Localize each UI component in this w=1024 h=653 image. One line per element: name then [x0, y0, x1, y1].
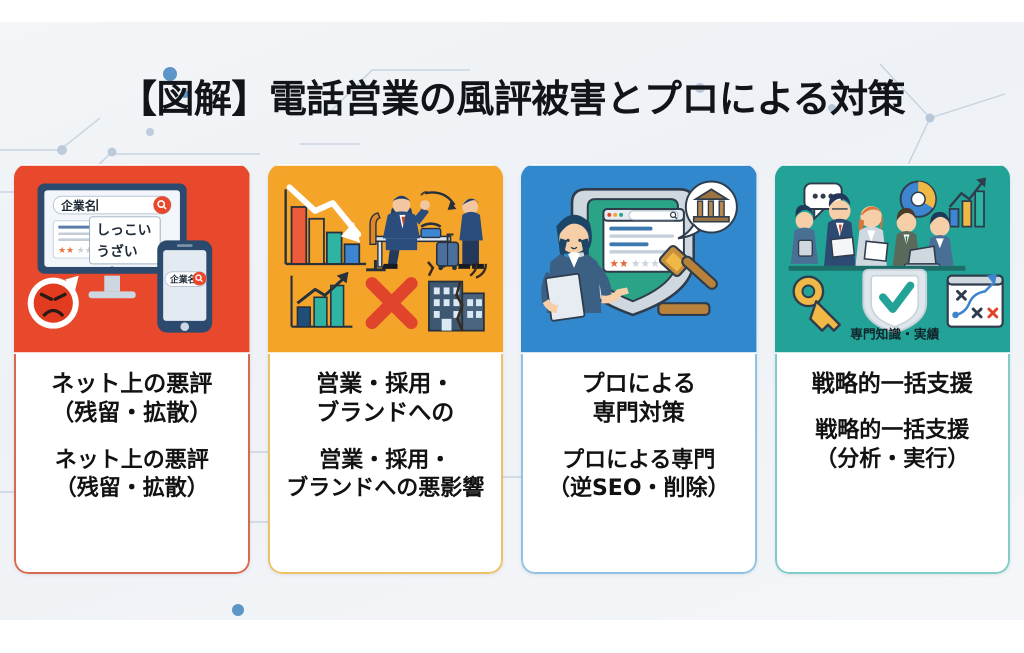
- card-4-labels: 戦略的一括支援 戦略的一括支援 （分析・実行）: [774, 354, 1010, 574]
- card-row: 企業名 ★★ ★★★: [14, 164, 1010, 574]
- card-2-primary-label: 営業・採用・ ブランドへの: [316, 371, 455, 427]
- svg-text:★★: ★★: [58, 246, 74, 256]
- card-strategic-support[interactable]: 専門知識・実績: [774, 164, 1010, 574]
- card-2-illustration: [267, 164, 503, 354]
- gold-key-icon: [791, 275, 841, 332]
- professional-shield-legal-countermeasure-illustration: ★★ ★★★: [521, 165, 757, 353]
- card-1-primary-label: ネット上の悪評 （残留・拡散）: [51, 371, 213, 427]
- card-3-primary-label: プロによる 専門対策: [581, 371, 696, 427]
- card-negative-reviews[interactable]: 企業名 ★★ ★★★: [14, 164, 250, 574]
- judge-gavel-icon: [657, 244, 718, 317]
- cracked-building-icon: [426, 261, 487, 332]
- card-3-secondary-label: プロによる専門 （逆SEO・削除）: [547, 447, 730, 502]
- card-professional-countermeasures[interactable]: ★★ ★★★: [521, 164, 757, 574]
- card-business-impact[interactable]: 営業・採用・ ブランドへの 営業・採用・ ブランドへの悪影響: [267, 164, 503, 574]
- card-4-illustration: 専門知識・実績: [774, 164, 1010, 354]
- card-4-secondary-label: 戦略的一括支援 （分析・実行）: [815, 418, 970, 472]
- expertise-badge-caption: 専門知識・実績: [850, 326, 939, 342]
- svg-text:★★★: ★★★: [77, 246, 101, 256]
- red-x-mark-icon: [365, 277, 418, 330]
- declining-sales-and-recruitment-impact-illustration: [267, 165, 503, 353]
- svg-text:しっこい: しっこい: [96, 222, 151, 238]
- card-1-labels: ネット上の悪評 （残留・拡散） ネット上の悪評 （残留・拡散）: [14, 354, 250, 574]
- growth-bar-chart-icon: [289, 271, 352, 328]
- card-2-secondary-label: 営業・採用・ ブランドへの悪影響: [286, 447, 485, 502]
- svg-text:★★★: ★★★: [631, 257, 660, 270]
- team-figures: [788, 193, 965, 271]
- stressed-worker-scene: [365, 191, 484, 272]
- card-2-labels: 営業・採用・ ブランドへの 営業・採用・ ブランドへの悪影響: [267, 354, 503, 574]
- growth-bars-icon: [948, 177, 986, 228]
- search-autocomplete-bad-reputation-illustration: 企業名 ★★ ★★★: [14, 165, 250, 353]
- svg-text:企業名: 企業名: [169, 274, 197, 286]
- consultant-figure: [541, 214, 629, 322]
- card-1-secondary-label: ネット上の悪評 （残留・拡散）: [54, 447, 209, 502]
- svg-text:企業名: 企業名: [60, 199, 96, 213]
- courthouse-bubble: [677, 180, 738, 240]
- expert-team-strategic-support-illustration: 専門知識・実績: [774, 165, 1010, 353]
- card-4-primary-label: 戦略的一括支援: [811, 371, 973, 397]
- donut-chart-icon: [899, 180, 937, 218]
- strategy-board-icon: [946, 273, 1004, 328]
- card-3-illustration: ★★ ★★★: [521, 164, 757, 354]
- card-1-illustration: 企業名 ★★ ★★★: [14, 164, 250, 354]
- page-title: 【図解】電話営業の風評被害とプロによる対策: [118, 77, 906, 121]
- card-3-labels: プロによる 専門対策 プロによる専門 （逆SEO・削除）: [521, 354, 757, 574]
- check-shield-icon: [861, 268, 927, 334]
- declining-bar-chart-icon: [283, 184, 366, 266]
- svg-text:★★: ★★: [609, 257, 628, 270]
- svg-text:うざい: うざい: [96, 243, 137, 260]
